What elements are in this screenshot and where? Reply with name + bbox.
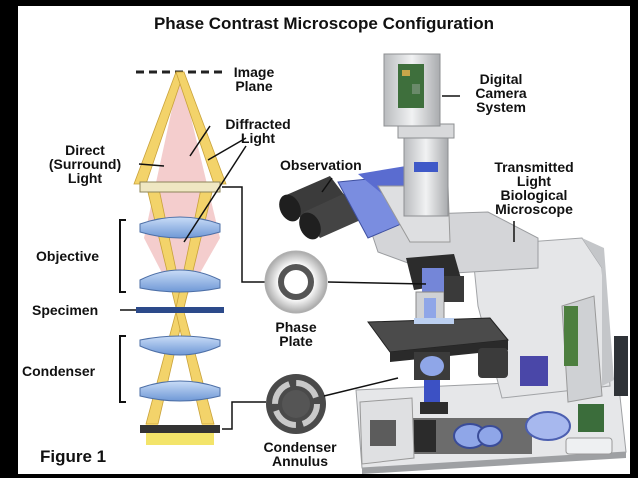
label-transmitted-light-microscope: Transmitted Light Biological Microscope bbox=[494, 159, 574, 217]
label-specimen: Specimen bbox=[32, 302, 99, 318]
label-condenser-annulus: Condenser Annulus bbox=[263, 439, 337, 469]
label-digital-camera-system: Digital Camera System bbox=[475, 71, 527, 115]
phase-plate-disk bbox=[264, 250, 328, 314]
diagram-graphics bbox=[119, 53, 628, 474]
condenser-annulus-element bbox=[140, 425, 220, 433]
specimen-slide bbox=[136, 307, 224, 313]
diagram-title: Phase Contrast Microscope Configuration bbox=[153, 14, 495, 33]
camera-tube bbox=[403, 135, 449, 217]
label-objective: Objective bbox=[36, 248, 100, 264]
phase-plate-element bbox=[139, 181, 221, 193]
label-diffracted-light: Diffracted Light bbox=[225, 116, 291, 146]
objective-turret bbox=[422, 268, 444, 298]
diagram-panel: Phase Contrast Microscope Configuration bbox=[18, 6, 630, 474]
objective-lens-bottom bbox=[139, 269, 221, 293]
figure-label: Figure 1 bbox=[40, 447, 107, 466]
label-direct-light: Direct (Surround) Light bbox=[48, 142, 122, 186]
label-observation: Observation bbox=[280, 157, 362, 173]
label-phase-plate: Phase Plate bbox=[275, 319, 317, 349]
label-image-plane: Image Plane bbox=[233, 64, 275, 94]
label-condenser: Condenser bbox=[22, 363, 96, 379]
condenser-lens-top bbox=[139, 335, 221, 356]
objective-lens-top bbox=[139, 216, 221, 239]
condenser-lens-bottom bbox=[139, 380, 221, 402]
